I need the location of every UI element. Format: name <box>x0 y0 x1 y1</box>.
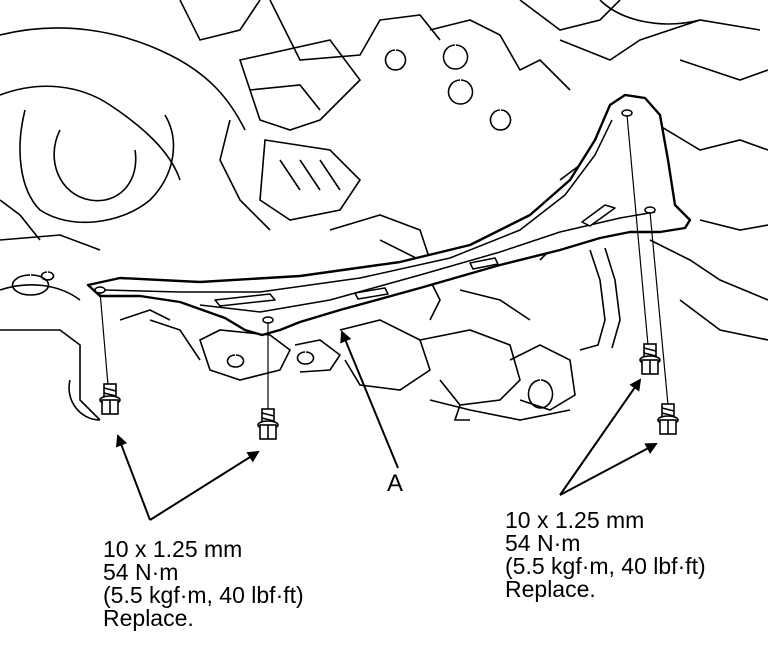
flange-bolt <box>257 408 279 440</box>
bolt-size: 10 x 1.25 mm <box>505 507 645 533</box>
alignment-lines <box>99 114 669 410</box>
cross-beam-a <box>86 93 692 337</box>
torque-alt: (5.5 kgf·m, 40 lbf·ft) <box>103 582 304 608</box>
leader-arrows <box>115 330 658 521</box>
flange-bolt <box>639 343 661 375</box>
right-bolt-spec: 10 x 1.25 mm 54 N·m (5.5 kgf·m, 40 lbf·f… <box>505 509 706 601</box>
torque-nm: 54 N·m <box>505 530 581 556</box>
bolt-size: 10 x 1.25 mm <box>103 536 243 562</box>
left-bolt-spec: 10 x 1.25 mm 54 N·m (5.5 kgf·m, 40 lbf·f… <box>103 538 304 630</box>
background-engine-outline <box>0 0 768 421</box>
torque-nm: 54 N·m <box>103 559 179 585</box>
flange-bolt <box>657 403 679 435</box>
replace-note: Replace. <box>505 576 596 602</box>
replace-note: Replace. <box>103 605 194 631</box>
part-a-callout: A <box>387 470 404 497</box>
torque-alt: (5.5 kgf·m, 40 lbf·ft) <box>505 553 706 579</box>
flange-bolt <box>99 383 121 415</box>
